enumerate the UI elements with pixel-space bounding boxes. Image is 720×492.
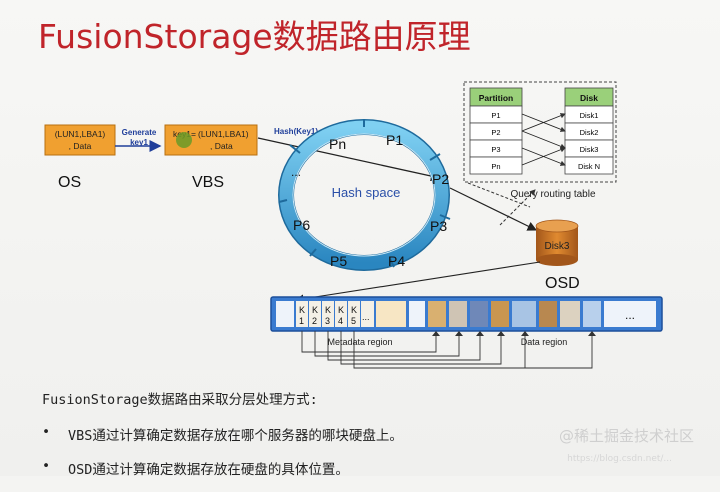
routing-table: Partition P1 P2 P3 Pn Disk Disk1 Disk2 D… [463,81,617,183]
key-index: 2 [312,316,317,326]
p2-to-disk3-arrow [449,187,538,231]
partition-row: P2 [491,128,500,137]
key-index: 3 [325,316,330,326]
bullet-item: • OSD通过计算确定数据存放在硬盘的具体位置。 [42,458,403,478]
partition-p3: P3 [430,218,447,234]
intro-text: FusionStorage数据路由采取分层处理方式: [42,392,318,408]
partition-row: Pn [491,162,500,171]
key-k: K [312,305,318,315]
os-box: (LUN1,LBA1) , Data [44,124,116,156]
hash-space-label: Hash space [332,185,401,200]
os-box-line2: , Data [69,141,92,151]
description: FusionStorage数据路由采取分层处理方式: • VBS通过计算确定数据… [42,388,403,492]
partition-header: Partition [479,93,513,103]
strip-dots: ... [362,312,370,322]
routing-diagram: (LUN1,LBA1) , Data OS Generate key1 key1… [44,81,663,369]
bullet-text: OSD通过计算确定数据存放在硬盘的具体位置。 [68,462,349,478]
generate-label-2: key1 [130,138,148,147]
routing-table-caption: Query routing table [510,189,595,200]
partition-p1: P1 [386,132,403,148]
bullet-dot: • [42,424,51,440]
storage-strip [270,296,663,332]
key-index: 1 [299,316,304,326]
disk3-cylinder: Disk3 [535,219,579,266]
vbs-box-line2: , Data [210,141,233,151]
key-k: K [351,305,357,315]
disk-row: Disk3 [580,145,599,154]
hash-label: Hash(Key1) [274,127,318,136]
os-caption: OS [58,174,81,191]
partition-p4: P4 [388,253,405,269]
disk-row: Disk2 [580,128,599,137]
disk-header: Disk [580,93,598,103]
key-k: K [299,305,305,315]
cursor-highlight [176,132,192,148]
slide: FusionStorage数据路由原理 [0,0,720,478]
disk-row: Disk1 [580,111,599,120]
disk-row: Disk N [578,162,600,171]
osd-caption: OSD [545,275,580,292]
ring-ellipsis: ... [291,165,301,179]
page-title: FusionStorage数据路由原理 [38,17,471,56]
os-box-line1: (LUN1,LBA1) [55,129,106,139]
partition-row: P1 [491,111,500,120]
data-region-label: Data region [521,337,568,347]
hash-arrow [257,137,442,182]
key-index: 5 [351,316,356,326]
key-index: 4 [338,316,343,326]
metadata-region-label: Metadata region [327,337,392,347]
disk3-to-strip-arrow [294,261,541,304]
region-connectors [301,331,593,369]
bullet-dot: • [42,458,51,474]
vbs-box: key1= (LUN1,LBA1) , Data [164,124,258,156]
p2-to-disk-link [467,182,531,208]
vbs-caption: VBS [192,174,224,191]
partition-p5: P5 [330,253,347,269]
hash-ring [278,119,451,271]
vbs-box-line1: (LUN1,LBA1) [198,129,249,139]
partition-pn: Pn [329,136,346,152]
disk3-label: Disk3 [544,241,569,252]
bullet-text: VBS通过计算确定数据存放在哪个服务器的哪块硬盘上。 [68,428,403,444]
strip-end-ellipsis: ... [625,308,635,322]
bullet-item: • VBS通过计算确定数据存放在哪个服务器的哪块硬盘上。 [42,424,403,444]
partition-p6: P6 [293,217,310,233]
partition-row: P3 [491,145,500,154]
key-k: K [338,305,344,315]
watermark: @稀土掘金技术社区 [558,427,694,445]
partition-p2: P2 [432,171,449,187]
table-query-arrow [499,189,536,226]
watermark-url: https://blog.csdn.net/... [567,454,672,464]
generate-label-1: Generate [122,128,157,137]
key-k: K [325,305,331,315]
